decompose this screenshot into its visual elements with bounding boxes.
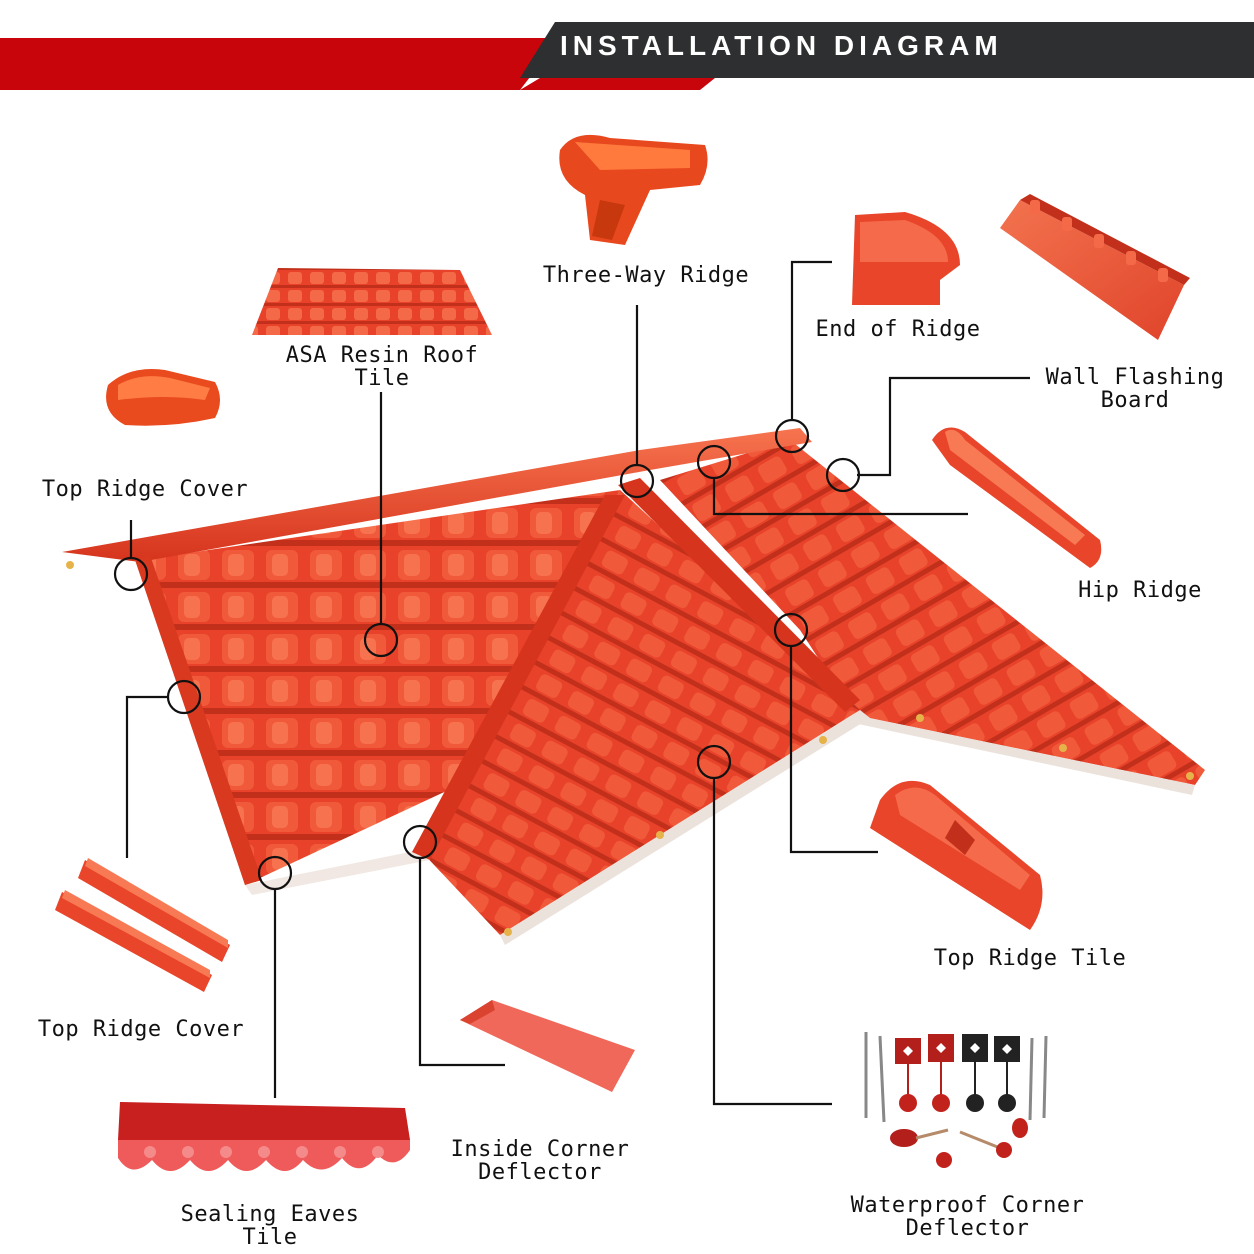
label-asa-resin-roof-tile: ASA Resin Roof Tile xyxy=(285,343,479,391)
label-top-ridge-tile: Top Ridge Tile xyxy=(933,946,1127,971)
hip-ridge-icon xyxy=(932,427,1102,568)
leader-lines xyxy=(125,260,1030,1106)
inside-corner-deflector-icon xyxy=(460,1000,635,1092)
roof-plane-left xyxy=(140,490,620,885)
main-top-ridge xyxy=(62,428,812,562)
waterproof-corner-deflector-icon xyxy=(864,1032,1048,1168)
sealing-eaves-tile-icon xyxy=(118,1102,410,1171)
label-end-of-ridge: End of Ridge xyxy=(815,317,981,342)
eave-edge-right xyxy=(855,715,1195,795)
label-waterproof-corner-deflector: Waterproof Corner Deflector xyxy=(850,1193,1085,1241)
roof-plane-front xyxy=(420,490,860,935)
eave-edge-front xyxy=(500,710,870,945)
roof-plane-right xyxy=(660,440,1205,785)
label-three-way-ridge: Three-Way Ridge xyxy=(542,263,750,288)
label-sealing-eaves-tile: Sealing Eaves Tile xyxy=(180,1202,360,1250)
label-top-ridge-cover-upper: Top Ridge Cover xyxy=(41,477,249,502)
banner-red-stripe xyxy=(0,38,560,90)
end-of-ridge-icon xyxy=(852,212,960,305)
gable-ridge-edge xyxy=(412,495,625,860)
label-hip-ridge: Hip Ridge xyxy=(1078,578,1202,603)
label-inside-corner-deflector: Inside Corner Deflector xyxy=(450,1137,630,1185)
label-wall-flashing-board: Wall Flashing Board xyxy=(1045,365,1225,413)
banner-dark-panel xyxy=(520,22,1254,78)
eave-edge-left xyxy=(245,850,430,895)
header-banner xyxy=(0,22,1254,90)
label-top-ridge-cover-lower: Top Ridge Cover xyxy=(37,1017,245,1042)
page-title: INSTALLATION DIAGRAM xyxy=(560,30,1003,61)
three-way-ridge-icon xyxy=(559,134,708,245)
asa-resin-roof-tile-icon xyxy=(252,268,492,335)
top-ridge-cover-upper-icon xyxy=(106,369,220,426)
banner-red-underline xyxy=(520,78,715,90)
wall-flashing-board-icon xyxy=(1000,194,1190,340)
top-ridge-cover-lower-icon xyxy=(55,858,230,992)
roof-illustration xyxy=(62,428,1205,945)
hip-ridge-diagonal xyxy=(618,478,860,712)
left-verge-cover xyxy=(135,555,262,885)
top-ridge-tile-icon xyxy=(870,780,1043,930)
